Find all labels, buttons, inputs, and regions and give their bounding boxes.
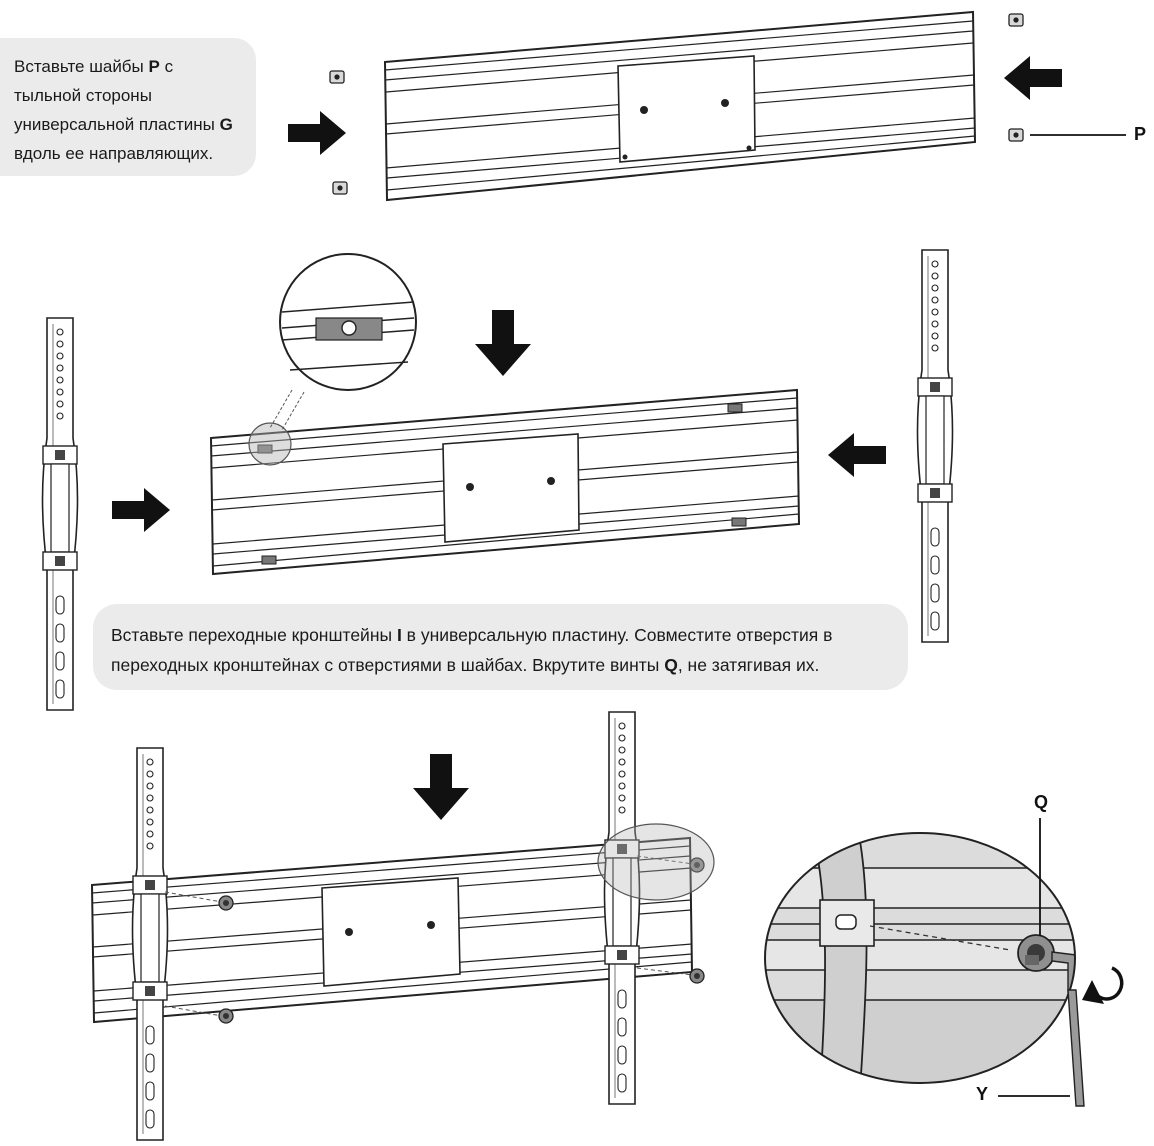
detail-target-ellipse <box>597 823 715 901</box>
screws-q <box>164 855 705 1024</box>
step2-text: Вставьте переходные кронштейны <box>111 625 397 645</box>
step1-ref-g: G <box>219 115 233 134</box>
arrow-right-step1 <box>288 111 346 155</box>
arrow-down-step2 <box>475 310 531 376</box>
instruction-step2: Вставьте переходные кронштейны I в униве… <box>93 604 908 690</box>
arrow-left-step1 <box>1004 56 1062 100</box>
label-y: Y <box>976 1084 989 1104</box>
adapter-bracket-left <box>41 317 79 711</box>
arrow-left-step2 <box>828 433 886 477</box>
label-p: P <box>1134 124 1147 144</box>
step1-text-mid: с тыльной стороны универсальной пластины <box>14 57 220 134</box>
detail-target-circle <box>248 422 292 466</box>
arrow-right-step2 <box>112 488 170 532</box>
step1-ref-p: P <box>148 57 160 76</box>
adapter-bracket-left-installed <box>131 747 169 1141</box>
step1-text-end: вдоль ее направляющих. <box>14 144 214 163</box>
magnified-detail-screw <box>764 832 1124 1107</box>
adapter-bracket-right-installed <box>603 711 641 1105</box>
instruction-step1: Вставьте шайбы P с тыльной стороны униве… <box>0 38 256 176</box>
step1-text: Вставьте шайбы <box>14 57 149 76</box>
label-q: Q <box>1034 792 1049 812</box>
step2-ref-i: I <box>396 625 402 645</box>
step2-text-mid: в универсальную пластину. Совместите отв… <box>111 625 833 675</box>
universal-plate-middle <box>209 388 801 576</box>
arrow-down-step3 <box>413 754 469 820</box>
adapter-bracket-right <box>916 249 954 643</box>
step2-ref-q: Q <box>664 655 678 675</box>
magnified-detail-washer <box>269 253 417 431</box>
universal-plate-bottom <box>90 836 694 1024</box>
step2-text-end: , не затягивая их. <box>677 655 820 675</box>
universal-plate-top <box>383 10 977 202</box>
